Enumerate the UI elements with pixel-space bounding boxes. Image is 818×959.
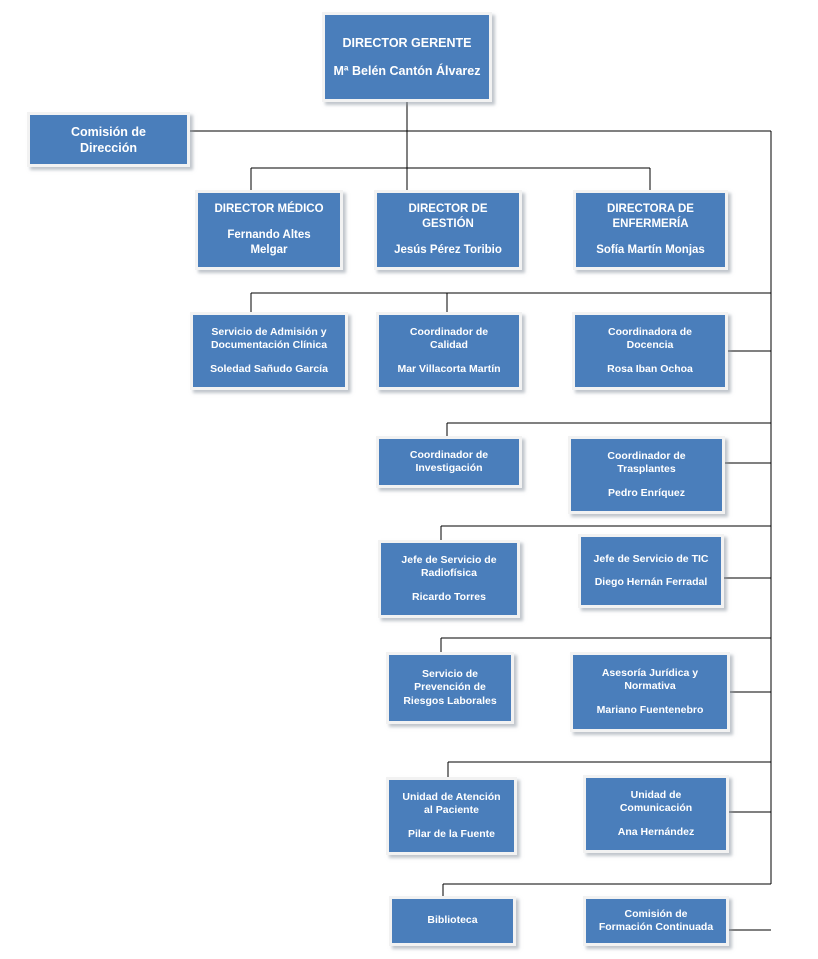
org-node-person: Mar Villacorta Martín bbox=[397, 362, 501, 375]
org-node-title: DIRECTORA DE ENFERMERÍA bbox=[607, 203, 694, 231]
org-node-title: Biblioteca bbox=[427, 914, 478, 927]
org-node-title: Coordinador de Calidad bbox=[409, 325, 489, 352]
org-node-title: Unidad de Comunicación bbox=[619, 788, 693, 815]
org-node-director-gestion[interactable]: DIRECTOR DE GESTIÓN Jesús Pérez Toribio bbox=[374, 190, 522, 270]
org-node-director-medico[interactable]: DIRECTOR MÉDICO Fernando Altes Melgar bbox=[195, 190, 343, 270]
org-node-title: Coordinador de Trasplantes bbox=[607, 449, 686, 476]
org-node-biblioteca[interactable]: Biblioteca bbox=[389, 896, 516, 946]
org-node-title: Jefe de Servicio de TIC bbox=[593, 552, 709, 565]
org-node-title: Servicio de Prevención de Riesgos Labora… bbox=[403, 667, 497, 707]
org-node-person: Pilar de la Fuente bbox=[408, 827, 495, 840]
org-node-title: DIRECTOR DE GESTIÓN bbox=[408, 203, 488, 231]
org-node-title: Servicio de Admisión y Documentación Clí… bbox=[210, 325, 328, 352]
org-node-servicio-admision[interactable]: Servicio de Admisión y Documentación Clí… bbox=[190, 312, 348, 390]
org-node-prevencion-riesgos[interactable]: Servicio de Prevención de Riesgos Labora… bbox=[386, 652, 514, 724]
org-node-title: Coordinadora de Docencia bbox=[607, 325, 692, 352]
org-node-comision-direccion[interactable]: Comisión de Dirección bbox=[27, 112, 190, 167]
org-node-title: DIRECTOR GERENTE bbox=[342, 36, 472, 51]
org-node-comision-formacion[interactable]: Comisión de Formación Continuada bbox=[583, 896, 729, 946]
org-node-person: Fernando Altes Melgar bbox=[227, 229, 311, 256]
org-node-coordinador-investigacion[interactable]: Coordinador de Investigación bbox=[376, 436, 522, 488]
org-node-person: Mª Belén Cantón Álvarez bbox=[333, 63, 481, 78]
org-node-title: DIRECTOR MÉDICO bbox=[214, 203, 324, 216]
org-node-title: Asesoría Jurídica y Normativa bbox=[601, 666, 699, 693]
org-node-title: Jefe de Servicio de Radiofísica bbox=[401, 553, 497, 580]
org-node-jefe-tic[interactable]: Jefe de Servicio de TIC Diego Hernán Ferr… bbox=[578, 534, 724, 608]
org-node-person: Rosa Iban Ochoa bbox=[607, 362, 693, 375]
org-node-person: Diego Hernán Ferradal bbox=[594, 575, 708, 588]
org-node-person: Ana Hernández bbox=[617, 825, 695, 838]
org-node-title: Coordinador de Investigación bbox=[409, 448, 489, 474]
org-node-person: Pedro Enríquez bbox=[607, 486, 685, 499]
org-node-director-gerente[interactable]: DIRECTOR GERENTE Mª Belén Cantón Álvarez bbox=[322, 12, 492, 102]
org-node-person: Jesús Pérez Toribio bbox=[394, 243, 502, 256]
org-node-directora-enfermeria[interactable]: DIRECTORA DE ENFERMERÍA Sofía Martín Monj… bbox=[573, 190, 728, 270]
org-node-title: Comisión de Dirección bbox=[70, 124, 146, 155]
org-node-person: Sofía Martín Monjas bbox=[596, 243, 705, 256]
org-node-person: Mariano Fuentenebro bbox=[596, 703, 704, 716]
org-node-title: Comisión de Formación Continuada bbox=[598, 907, 714, 933]
org-node-person: Ricardo Torres bbox=[412, 590, 486, 603]
org-node-person: Soledad Sañudo García bbox=[210, 362, 328, 375]
org-node-title: Unidad de Atención al Paciente bbox=[402, 790, 501, 817]
